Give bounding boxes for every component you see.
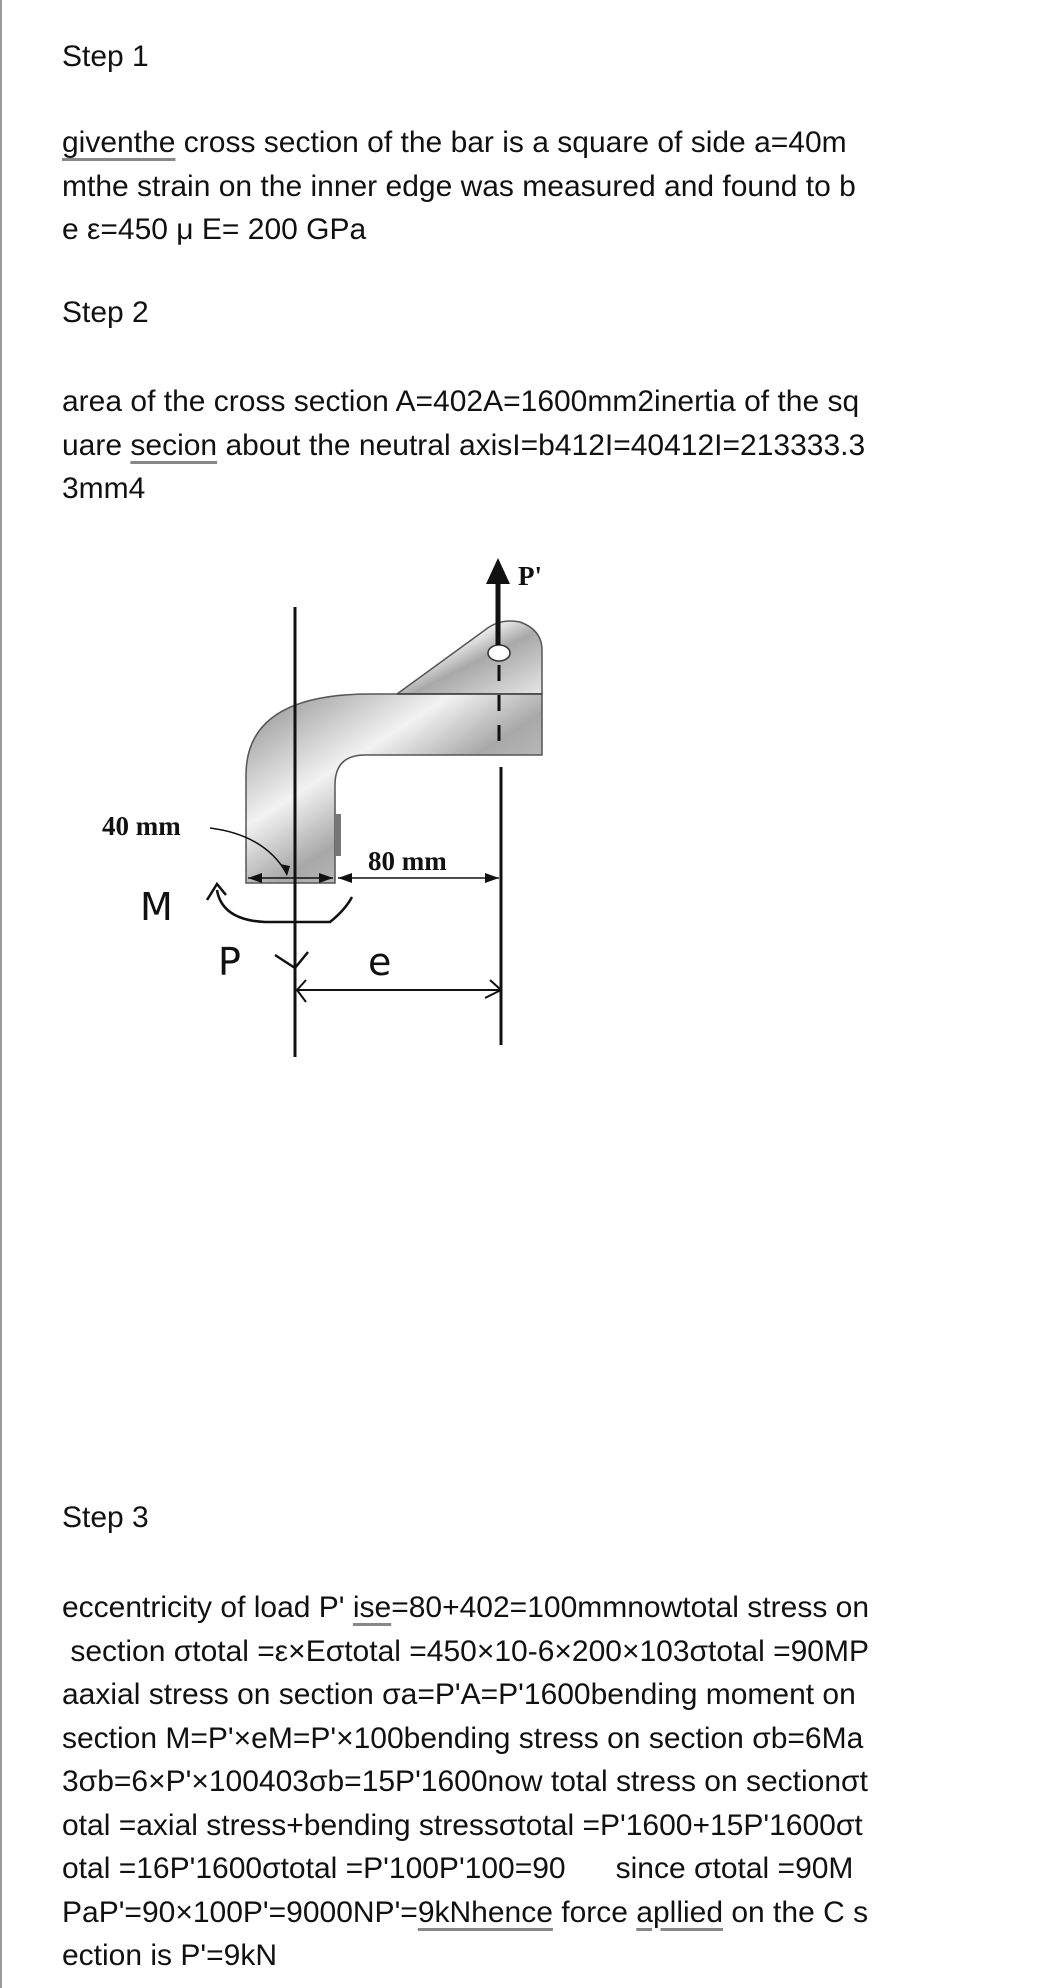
offset-label: 80 mm [368,846,447,876]
text-line: ection is P'=9kN [62,1934,869,1978]
step-3-body: eccentricity of load P' ise=80+402=100mm… [62,1586,869,1978]
underlined-word: apllied [636,1895,724,1929]
text-segment: area of the cross section A=402A=1600mm2… [62,385,860,418]
step-2-body: area of the cross section A=402A=1600mm2… [62,380,865,511]
width-dimension: 40 mm [102,811,333,883]
offset-dimension: 80 mm [338,846,499,883]
text-segment: otal =axial stress+bending stressσtotal … [62,1808,863,1842]
text-line: aaxial stress on section σa=P'A=P'1600be… [62,1673,869,1717]
text-line: section M=P'×eM=P'×100bending stress on … [62,1717,869,1761]
text-segment: cross section of the bar is a square of … [175,126,847,159]
text-line: otal =16P'1600σtotal =P'100P'100=90 sinc… [62,1847,869,1891]
load-label: P' [518,561,542,591]
bar-body [245,693,543,884]
text-segment: on the C s [723,1895,869,1929]
text-line: 3mm4 [62,467,865,511]
strain-gauge [335,814,341,856]
underlined-word: 9kNhence [417,1895,553,1929]
text-segment: about the neutral axisI=b412I=40412I=213… [217,428,866,462]
step-2-title: Step 2 [62,296,149,329]
text-segment: mthe strain on the inner edge was measur… [62,169,856,203]
text-segment: e ε=450 μ E= 200 GPa [62,213,367,246]
text-segment: section M=P'×eM=P'×100bending stress on … [62,1721,864,1755]
underlined-word: secion [130,428,218,462]
text-line: giventhe cross section of the bar is a s… [62,121,856,165]
step-2-heading-block: Step 2 [62,291,149,335]
text-line: uare secion about the neutral axisI=b412… [62,424,865,468]
text-line: eccentricity of load P' ise=80+402=100mm… [62,1586,869,1630]
text-segment: section σtotal =ε×Eσtotal =450×10-6×200×… [62,1634,869,1668]
text-segment: =80+402=100mmnowtotal stress on [391,1591,870,1624]
text-segment: PaP'=90×100P'=9000NP'= [62,1895,418,1929]
load-pin-hole [487,644,511,662]
load-arrow: P' [486,558,542,645]
page-left-border [0,0,2,1988]
text-line: 3σb=6×P'×100403σb=15P'1600now total stre… [62,1760,869,1804]
text-segment: otal =16P'1600σtotal =P'100P'100=90 sinc… [62,1852,854,1885]
step-1-heading-block: Step 1 [62,35,149,79]
text-line: otal =axial stress+bending stressσtotal … [62,1804,869,1848]
step-3-heading-block: Step 3 [62,1496,149,1540]
underlined-word: giventhe [62,126,176,159]
text-line: area of the cross section A=402A=1600mm2… [62,380,865,424]
text-segment: 3σb=6×P'×100403σb=15P'1600now total stre… [62,1765,868,1798]
text-line: PaP'=90×100P'=9000NP'=9kNhence force apl… [62,1891,869,1935]
eccentricity-label: e [368,940,391,984]
text-line: mthe strain on the inner edge was measur… [62,165,856,209]
step-1-title: Step 1 [62,40,149,73]
moment-label: M [140,885,173,929]
width-label: 40 mm [102,811,181,841]
text-segment: 3mm4 [62,472,146,505]
force-label: P [218,940,241,984]
text-line: section σtotal =ε×Eσtotal =450×10-6×200×… [62,1630,869,1674]
step-1-body: giventhe cross section of the bar is a s… [62,121,856,252]
bar-diagram: P' 40 mm 80 mm M P e [102,558,543,1057]
text-segment: uare [62,428,131,462]
underlined-word: ise [352,1591,392,1624]
bar-gusset [394,620,543,695]
text-segment: ection is P'=9kN [62,1939,277,1972]
text-line: e ε=450 μ E= 200 GPa [62,208,856,252]
step-3-title: Step 3 [62,1501,149,1534]
text-segment: force [552,1895,637,1929]
text-segment: eccentricity of load P' [62,1591,353,1624]
moment-annotation: M P e [140,881,503,1003]
text-segment: aaxial stress on section σa=P'A=P'1600be… [62,1678,856,1711]
bent-bar [245,620,543,884]
